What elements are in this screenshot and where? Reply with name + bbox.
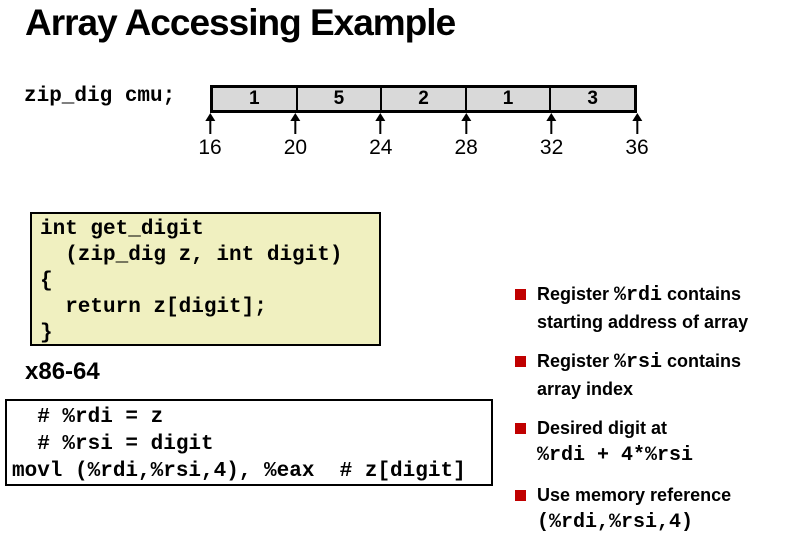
- array-cell: 1: [213, 88, 296, 110]
- bullet-square-icon: [515, 356, 526, 367]
- code-line: return z[digit];: [40, 296, 267, 319]
- array-cell: 3: [549, 88, 634, 110]
- up-arrow-stem: [294, 121, 297, 134]
- bullet-square-icon: [515, 490, 526, 501]
- up-arrow-icon: [631, 113, 642, 121]
- code-segment: (%rdi,%rsi,4): [537, 511, 694, 534]
- list-item: Register %rsi contains array index: [515, 348, 793, 402]
- array-declaration: zip_dig cmu;: [24, 85, 176, 108]
- up-arrow-icon: [375, 113, 386, 121]
- bullet-line: (%rdi,%rsi,4): [537, 508, 731, 536]
- code-line: int get_digit: [40, 218, 204, 241]
- text-segment: starting address of array: [537, 312, 749, 332]
- code-line: }: [40, 322, 53, 345]
- bullet-line: Register %rsi contains: [537, 348, 741, 376]
- array-cell: 5: [295, 88, 381, 110]
- address-tick: 16: [198, 113, 222, 160]
- bullet-line: array index: [537, 376, 741, 402]
- bullet-square-icon: [515, 289, 526, 300]
- text-segment: contains: [662, 284, 742, 304]
- address-tick: 36: [625, 113, 649, 160]
- up-arrow-icon: [204, 113, 215, 121]
- asm-heading: x86-64: [25, 358, 100, 385]
- address-label: 28: [454, 136, 478, 159]
- notes-list: Register %rdi contains starting address o…: [515, 281, 793, 540]
- address-label: 24: [369, 136, 393, 159]
- list-item: Register %rdi contains starting address o…: [515, 281, 793, 335]
- c-code-box: int get_digit (zip_dig z, int digit) { re…: [30, 212, 381, 346]
- slide-title: Array Accessing Example: [25, 2, 456, 43]
- up-arrow-stem: [635, 121, 638, 134]
- up-arrow-icon: [546, 113, 557, 121]
- bullet-text: Use memory reference (%rdi,%rsi,4): [537, 482, 731, 536]
- address-label: 20: [283, 136, 308, 159]
- bullet-line: Desired digit at: [537, 415, 693, 441]
- up-arrow-stem: [379, 121, 382, 134]
- asm-code-box: # %rdi = z # %rsi = digit movl (%rdi,%rsi…: [5, 399, 493, 486]
- address-tick: 20: [284, 113, 307, 160]
- code-segment: %rsi: [614, 351, 663, 374]
- code-segment: %rdi: [614, 284, 663, 307]
- address-label: 32: [539, 136, 564, 159]
- address-label: 16: [198, 136, 222, 159]
- address-tick: 24: [369, 113, 392, 160]
- bullet-line: Register %rdi contains: [537, 281, 748, 309]
- bullet-square-icon: [515, 423, 526, 434]
- up-arrow-stem: [208, 121, 211, 134]
- bullet-line: starting address of array: [537, 309, 748, 335]
- code-segment: %rdi + 4*%rsi: [537, 444, 694, 467]
- address-tick: 32: [540, 113, 563, 160]
- asm-line: # %rdi = z: [12, 406, 164, 429]
- text-segment: contains: [662, 351, 742, 371]
- text-segment: Use memory reference: [537, 485, 732, 505]
- text-segment: Desired digit at: [537, 418, 668, 438]
- bullet-line: Use memory reference: [537, 482, 731, 508]
- text-segment: Register: [537, 284, 615, 304]
- bullet-text: Desired digit at %rdi + 4*%rsi: [537, 415, 693, 469]
- up-arrow-icon: [461, 113, 472, 121]
- array-cell: 2: [380, 88, 465, 110]
- code-line: {: [40, 270, 53, 293]
- text-segment: array index: [537, 379, 634, 399]
- up-arrow-icon: [290, 113, 301, 121]
- bullet-text: Register %rsi contains array index: [537, 348, 741, 402]
- list-item: Desired digit at %rdi + 4*%rsi: [515, 415, 793, 469]
- address-label: 36: [625, 136, 649, 159]
- text-segment: Register: [537, 351, 615, 371]
- up-arrow-stem: [465, 121, 468, 134]
- up-arrow-stem: [550, 121, 553, 134]
- address-tick: 28: [455, 113, 478, 160]
- bullet-line: %rdi + 4*%rsi: [537, 441, 693, 469]
- list-item: Use memory reference (%rdi,%rsi,4): [515, 482, 793, 536]
- array-cell: 1: [464, 88, 550, 110]
- asm-line: # %rsi = digit: [12, 433, 214, 456]
- bullet-text: Register %rdi contains starting address o…: [537, 281, 748, 335]
- code-line: (zip_dig z, int digit): [40, 244, 343, 267]
- asm-line: movl (%rdi,%rsi,4), %eax # z[digit]: [12, 460, 466, 483]
